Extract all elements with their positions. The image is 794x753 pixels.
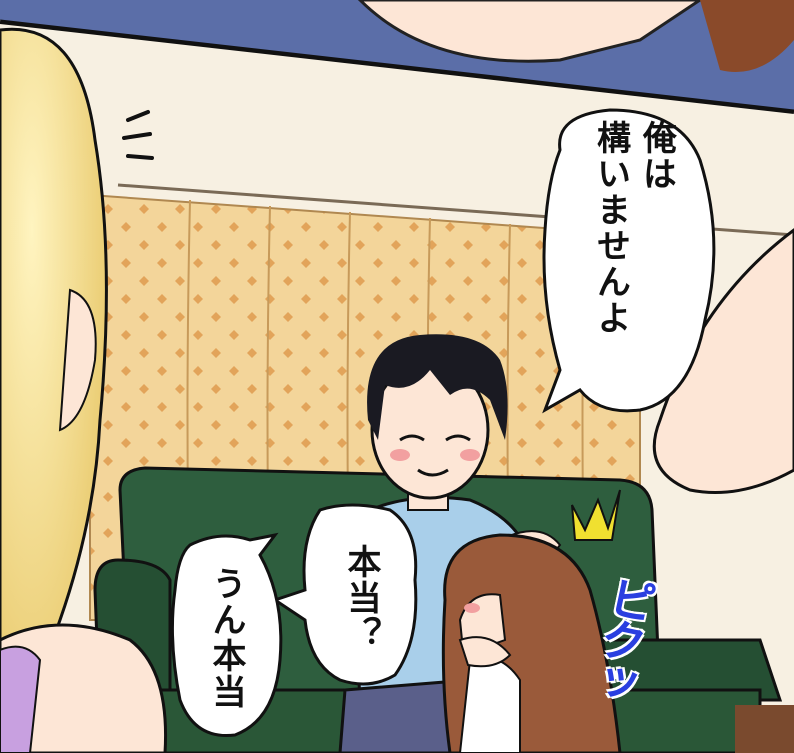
speech-bubble-girl: 本当？ [300,508,420,688]
surprise-marks [122,110,154,160]
speech-text-really: 本当？ [340,544,381,652]
right-character-leg [652,228,794,494]
speech-bubble-shapes [170,108,716,738]
speech-line-2: 構いませんよ [590,120,631,336]
speech-text-yes-really: うん本当 [205,565,246,710]
jolt-mark [571,489,621,541]
previous-panel-strip [0,0,794,115]
speech-bubble-boy: 俺は 構いませんよ [545,120,720,420]
blonde-girl-foreground [0,27,168,753]
speech-line-1: 俺は [636,120,677,192]
brown-hair-girl [441,533,622,753]
speech-bubble-reply: うん本当 [170,535,280,740]
